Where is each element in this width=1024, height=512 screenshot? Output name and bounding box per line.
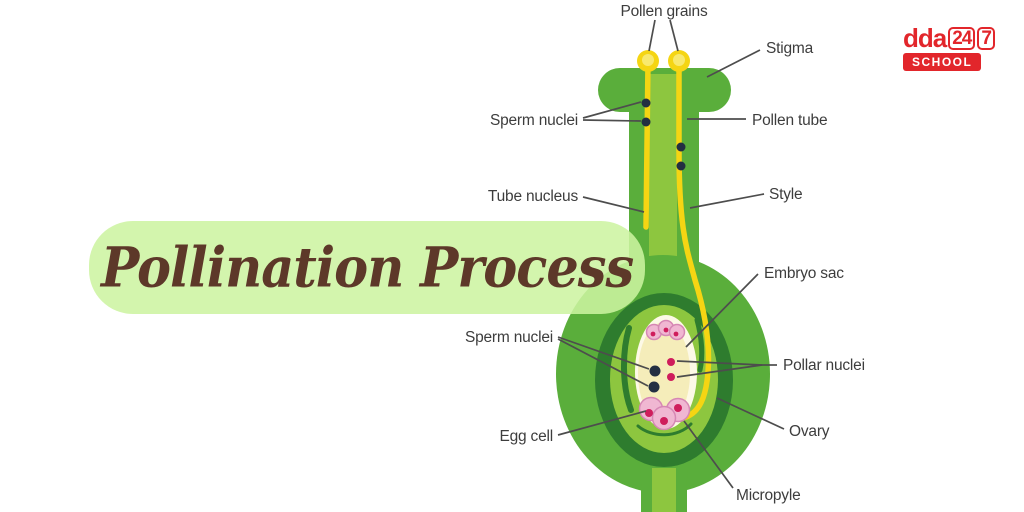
pollen-grain-left-core [642, 54, 654, 66]
ovule-crescent-bottom [636, 422, 693, 437]
connector-sperm-ovary-1 [557, 336, 650, 370]
label-sperm-nuclei-ovary: Sperm nuclei [465, 329, 553, 346]
page-title: Pollination Process [101, 235, 634, 300]
sperm-nucleus-dot-ovary-2 [648, 381, 660, 393]
label-pollen-grains: Pollen grains [620, 3, 707, 20]
logo-brand-text: dda [903, 23, 947, 53]
label-style: Style [769, 186, 802, 203]
tube-dot-2 [676, 161, 686, 171]
sperm-nucleus-dot-ovary-1 [649, 365, 661, 377]
connector-sperm-ovary-2 [557, 338, 649, 387]
pollen-tube-left [643, 59, 651, 230]
label-embryo-sac: Embryo sac [764, 265, 844, 282]
polar-nucleus-dot-2 [667, 373, 675, 381]
label-pollen-tube: Pollen tube [752, 112, 827, 129]
label-egg-cell: Egg cell [499, 428, 553, 445]
label-stigma: Stigma [766, 40, 814, 57]
adda247-logo: dda 24 7 SCHOOL [903, 23, 1003, 71]
connector-micropyle [683, 420, 734, 489]
connector-pollar-1 [676, 360, 763, 366]
connector-lines [557, 19, 785, 489]
connector-style [689, 193, 765, 209]
connector-ovary [716, 397, 785, 430]
pollen-grain-right-core [673, 54, 685, 66]
label-pollar-nuclei: Pollar nuclei [783, 357, 865, 374]
connector-sperm-style-2 [582, 119, 642, 122]
egg-apparatus [638, 396, 691, 431]
connector-pollen-grain-left [648, 19, 656, 52]
label-micropyle: Micropyle [736, 487, 801, 504]
sperm-nucleus-dot-style-2 [641, 117, 651, 127]
connector-pollar-2 [676, 364, 763, 378]
tube-dot-1 [676, 142, 686, 152]
pedicel-inner [652, 468, 676, 512]
title-banner: Pollination Process [89, 221, 645, 314]
label-sperm-nuclei-style: Sperm nuclei [490, 112, 578, 129]
connector-egg-cell [557, 410, 647, 436]
logo-brand-row: dda 24 7 [903, 23, 995, 53]
connector-pollen-grain-right [669, 19, 679, 52]
connector-stigma [706, 49, 761, 78]
logo-school-banner: SCHOOL [903, 53, 982, 71]
ovule-crescent-right [694, 317, 705, 373]
polar-nucleus-dot-1 [667, 358, 675, 366]
sperm-nucleus-dot-style-1 [641, 98, 651, 108]
antipodal-cells [645, 319, 686, 341]
logo-digit-box-24: 24 [948, 26, 976, 50]
connector-sperm-style-1 [582, 101, 642, 119]
style-inner-column [649, 74, 677, 274]
ovule-crescent-left [621, 325, 634, 413]
label-ovary: Ovary [789, 423, 830, 440]
label-tube-nucleus: Tube nucleus [488, 188, 579, 205]
connector-embryo-sac [685, 273, 759, 348]
connector-tube-nucleus [582, 196, 645, 213]
logo-digit-box-7: 7 [977, 26, 995, 50]
